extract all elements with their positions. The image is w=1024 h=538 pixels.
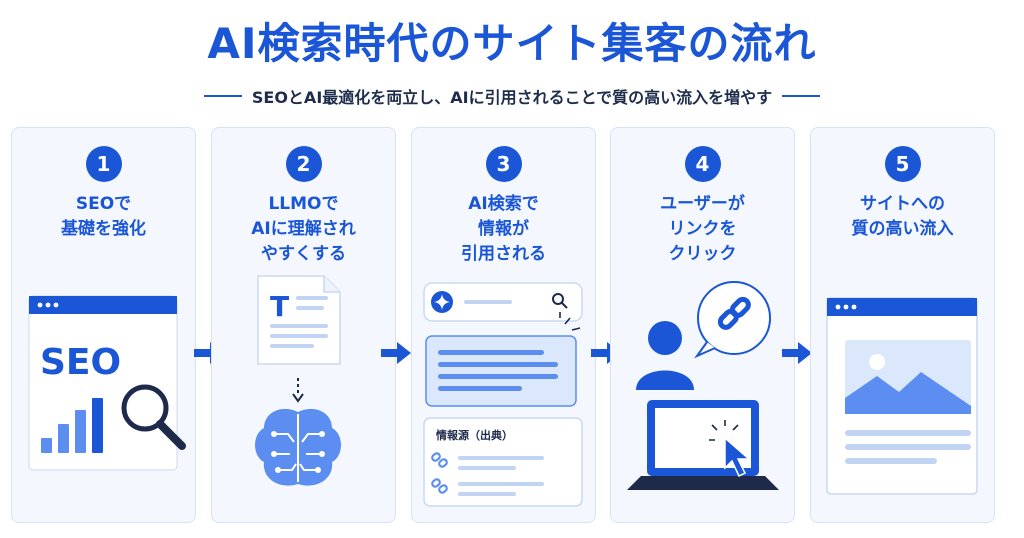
seo-illustration: SEO	[28, 295, 186, 471]
seo-text: SEO	[40, 342, 121, 383]
step-card-1: 1 SEOで 基礎を強化 SEO	[11, 127, 196, 523]
magnifier-handle-icon	[156, 420, 186, 450]
ai-search-illustration: 情報源（出典）	[423, 282, 583, 507]
page-title: AI検索時代のサイト集客の流れ	[207, 19, 817, 68]
svg-text:T: T	[270, 290, 289, 323]
arrow-icon-2	[381, 342, 411, 364]
step-number-1: 1	[85, 146, 122, 182]
step-card-2: 2 LLMOで AIに理解され やすくする T	[211, 127, 396, 523]
subtitle-text: SEOとAI最適化を両立し、AIに引用されることで質の高い流入を増やす	[251, 88, 773, 107]
search-icon	[552, 293, 564, 305]
website-illustration	[826, 297, 978, 495]
llmo-illustration: T	[255, 275, 341, 486]
step-card-4: 4 ユーザーが リンクを クリック	[610, 127, 795, 523]
step-label-4: ユーザーが リンクを クリック	[660, 194, 745, 264]
cursor-icon	[709, 420, 751, 478]
subtitle-left-rule	[203, 95, 242, 97]
click-illustration	[627, 281, 779, 490]
step-card-3: 3 AI検索で 情報が 引用される 情報源（出典）	[411, 127, 596, 523]
laptop-icon	[627, 400, 779, 490]
brain-icon	[255, 408, 341, 486]
subtitle: SEOとAI最適化を両立し、AIに引用されることで質の高い流入を増やす	[0, 84, 1024, 108]
step-number-3: 3	[485, 146, 522, 182]
step-label-5: サイトへの 質の高い流入	[851, 194, 954, 239]
sources-label: 情報源（出典）	[436, 428, 513, 442]
user-icon	[636, 321, 694, 390]
step-card-5: 5 サイトへの 質の高い流入	[810, 127, 995, 523]
step-label-2: LLMOで AIに理解され やすくする	[251, 194, 356, 264]
step-label-3: AI検索で 情報が 引用される	[461, 194, 546, 264]
step-number-5: 5	[884, 146, 921, 182]
link-bubble-icon	[694, 281, 771, 359]
ai-answer-box	[425, 335, 577, 407]
image-placeholder-icon	[845, 340, 971, 414]
link-icon	[431, 452, 448, 494]
document-icon: T	[257, 275, 341, 365]
arrow-icon-4	[782, 342, 812, 364]
subtitle-right-rule	[782, 95, 821, 97]
step-number-4: 4	[684, 146, 721, 182]
step-label-1: SEOで 基礎を強化	[61, 194, 146, 239]
step-number-2: 2	[285, 146, 322, 182]
